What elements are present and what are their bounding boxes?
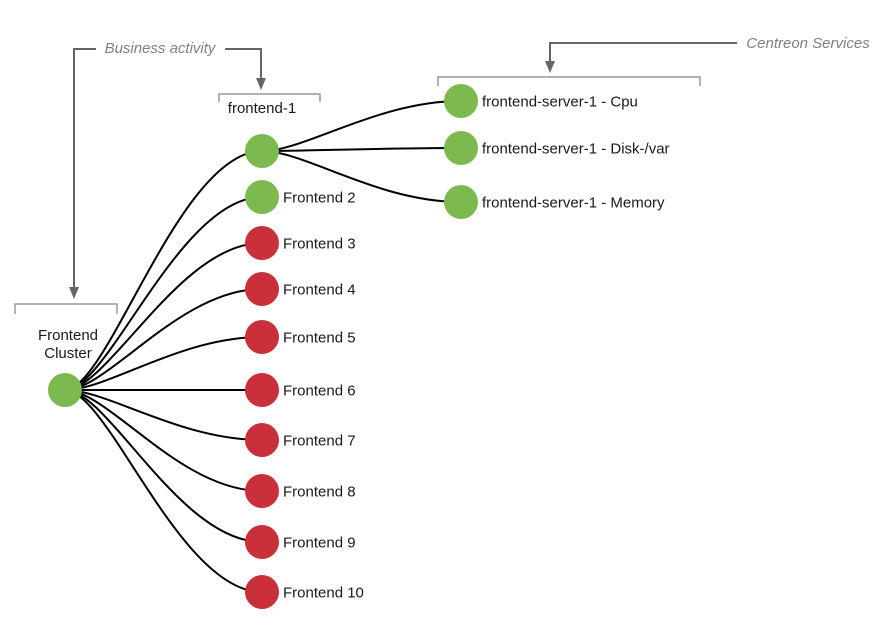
node-label-frontend-4: Frontend 4 <box>283 282 356 299</box>
node-label-frontend-7: Frontend 7 <box>283 433 356 450</box>
frontend-cluster-bracket <box>14 303 118 314</box>
edge-frontend-cluster-to-frontend-3 <box>64 242 263 391</box>
node-label-frontend-5: Frontend 5 <box>283 330 356 347</box>
node-frontend-5[interactable] <box>245 320 279 354</box>
node-frontend-2[interactable] <box>245 180 279 214</box>
node-label-frontend-8: Frontend 8 <box>283 484 356 501</box>
node-label-frontend-cluster-line-2: Cluster <box>44 345 92 362</box>
annotations-layer: Business activity Centreon Services <box>105 35 871 57</box>
node-frontend-server-1-memory[interactable] <box>444 185 478 219</box>
node-frontend-7[interactable] <box>245 423 279 457</box>
business-activity-connector-0 <box>73 48 96 287</box>
node-label-frontend-9: Frontend 9 <box>283 535 356 552</box>
annotation-centreon-services: Centreon Services <box>746 35 870 52</box>
centreon-services-arrowhead-0 <box>545 61 555 73</box>
edges-layer <box>64 100 462 593</box>
node-label-frontend-server-1-disk-var: frontend-server-1 - Disk-/var <box>482 141 670 158</box>
node-label-frontend-10: Frontend 10 <box>283 585 364 602</box>
frontend-1-bracket <box>218 93 321 102</box>
node-label-frontend-cluster-line-1: Frontend <box>38 327 98 344</box>
node-frontend-4[interactable] <box>245 272 279 306</box>
node-frontend-server-1-disk-var[interactable] <box>444 131 478 165</box>
edge-frontend-cluster-to-frontend-8 <box>64 389 263 492</box>
edge-frontend-cluster-to-frontend-10 <box>64 389 263 593</box>
node-frontend-6[interactable] <box>245 373 279 407</box>
edge-frontend-1-to-frontend-server-1-memory <box>261 150 462 203</box>
business-activity-connector-1 <box>225 48 262 78</box>
node-label-frontend-1: frontend-1 <box>228 100 296 117</box>
node-label-frontend-server-1-memory: frontend-server-1 - Memory <box>482 195 665 212</box>
centreon-services-connector-0 <box>549 42 737 61</box>
edge-frontend-cluster-to-frontend-4 <box>64 288 263 391</box>
business-activity-arrowhead-1 <box>256 78 266 90</box>
node-frontend-1[interactable] <box>245 134 279 168</box>
node-frontend-9[interactable] <box>245 525 279 559</box>
edge-frontend-cluster-to-frontend-1 <box>64 150 263 391</box>
pointers-layer <box>69 42 737 299</box>
edge-frontend-1-to-frontend-server-1-disk-var <box>261 147 462 152</box>
edge-frontend-cluster-to-frontend-5 <box>64 336 263 391</box>
edge-frontend-cluster-to-frontend-7 <box>64 389 263 441</box>
node-frontend-server-1-cpu[interactable] <box>444 84 478 118</box>
node-frontend-cluster[interactable] <box>48 373 82 407</box>
nodes-layer <box>48 84 478 609</box>
business-activity-arrowhead-0 <box>69 287 79 299</box>
node-frontend-3[interactable] <box>245 226 279 260</box>
node-label-frontend-3: Frontend 3 <box>283 236 356 253</box>
node-label-frontend-6: Frontend 6 <box>283 383 356 400</box>
edge-frontend-1-to-frontend-server-1-cpu <box>261 100 462 152</box>
node-frontend-10[interactable] <box>245 575 279 609</box>
node-label-frontend-server-1-cpu: frontend-server-1 - Cpu <box>482 94 638 111</box>
node-label-frontend-2: Frontend 2 <box>283 190 356 207</box>
annotation-business-activity: Business activity <box>105 40 217 57</box>
node-frontend-8[interactable] <box>245 474 279 508</box>
centreon-services-bracket <box>437 76 701 86</box>
edge-frontend-cluster-to-frontend-2 <box>64 196 263 391</box>
brackets-layer <box>14 76 701 314</box>
edge-frontend-cluster-to-frontend-9 <box>64 389 263 543</box>
